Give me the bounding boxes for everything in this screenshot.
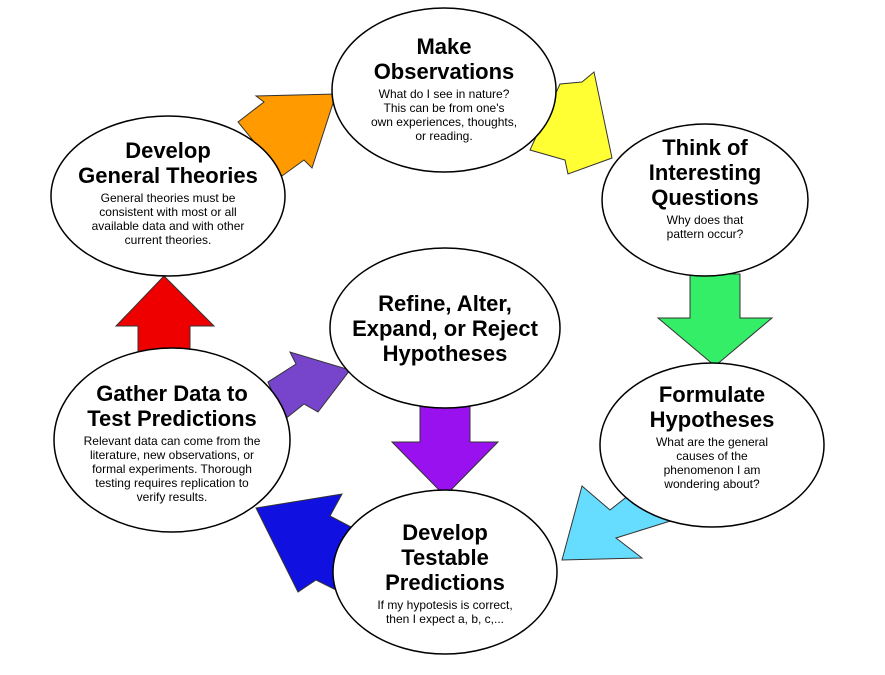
- node-questions: Think of Interesting Questions Why does …: [615, 135, 795, 241]
- node-questions-ellipse: [601, 123, 809, 277]
- node-observations: Make Observations What do I see in natur…: [344, 34, 544, 143]
- node-predictions-ellipse: [332, 489, 558, 655]
- node-predictions: Develop Testable Predictions If my hypot…: [345, 520, 545, 626]
- node-observations-ellipse: [331, 7, 557, 173]
- arrow-observations-to-questions: [529, 71, 613, 175]
- node-gather-title: Gather Data to Test Predictions: [87, 381, 257, 431]
- arrow-questions-to-hypotheses: [656, 273, 774, 367]
- node-questions-description: Why does that pattern occur?: [666, 213, 744, 241]
- node-theories-description: General theories must be consistent with…: [91, 191, 245, 247]
- node-refine-title: Refine, Alter, Expand, or Reject Hypothe…: [352, 291, 538, 366]
- arrow-gather-to-refine: [267, 351, 351, 421]
- node-hypotheses-title: Formulate Hypotheses: [649, 382, 775, 432]
- arrow-gather-to-theories: [114, 275, 216, 355]
- node-gather-description: Relevant data can come from the literatu…: [83, 434, 261, 504]
- node-hypotheses-ellipse: [599, 362, 825, 528]
- node-gather: Gather Data to Test Predictions Relevant…: [60, 381, 284, 504]
- node-observations-title: Make Observations: [373, 34, 515, 84]
- node-theories-title: Develop General Theories: [78, 138, 258, 188]
- node-theories-ellipse: [50, 115, 286, 277]
- node-refine-ellipse: [329, 247, 561, 409]
- node-refine: Refine, Alter, Expand, or Reject Hypothe…: [335, 291, 555, 366]
- node-hypotheses-description: What are the general causes of the pheno…: [655, 435, 769, 491]
- arrow-refine-to-predictions: [390, 401, 500, 497]
- arrow-theories-to-observations: [237, 93, 337, 177]
- node-gather-ellipse: [53, 347, 291, 533]
- node-predictions-description: If my hypotesis is correct, then I expec…: [377, 598, 513, 626]
- node-predictions-title: Develop Testable Predictions: [385, 520, 505, 595]
- node-theories: Develop General Theories General theorie…: [60, 138, 276, 247]
- node-hypotheses: Formulate Hypotheses What are the genera…: [612, 382, 812, 491]
- node-questions-title: Think of Interesting Questions: [648, 135, 762, 210]
- node-observations-description: What do I see in nature? This can be fro…: [370, 87, 518, 143]
